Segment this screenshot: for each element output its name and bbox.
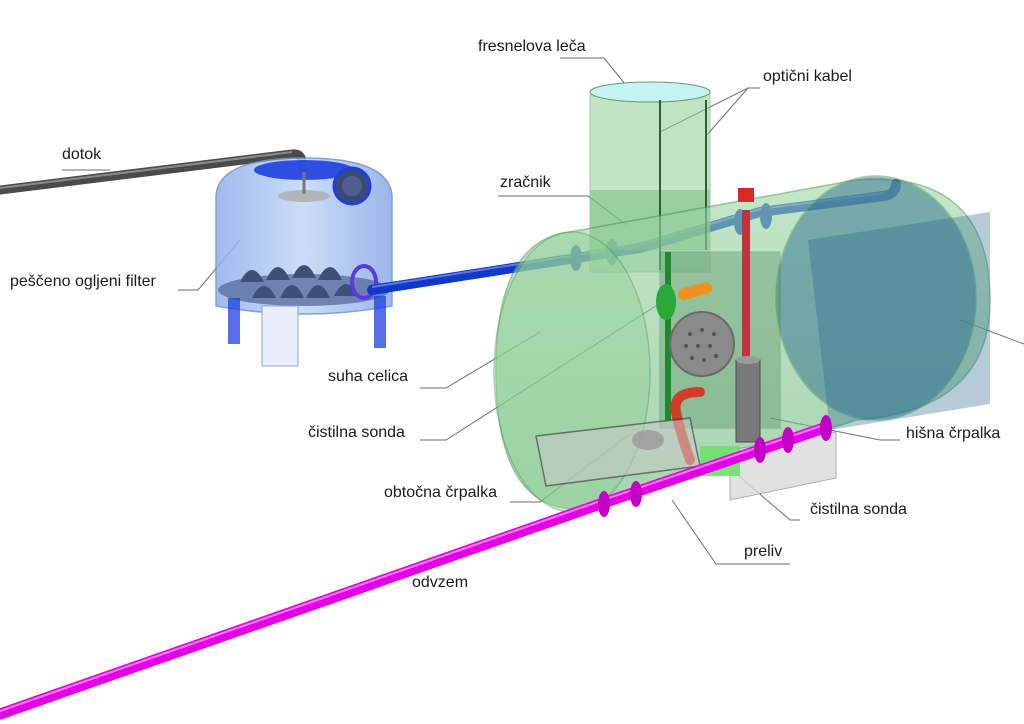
leader-fresnel-lens — [560, 57, 631, 91]
label-overflow: preliv — [744, 543, 783, 560]
label-house-pump: hišna črpalka — [906, 425, 1001, 442]
label-dry-cell: suha celica — [328, 368, 409, 385]
internal-equipment — [535, 252, 761, 487]
label-optical-cable: optični kabel — [763, 68, 852, 85]
sand-carbon-filter — [215, 157, 393, 367]
round-filter-plate — [669, 311, 735, 377]
label-cleaning-probe-right: čistilna sonda — [810, 501, 907, 518]
label-outflow: odvzem — [412, 574, 469, 591]
label-circulation-pump: obtočna črpalka — [384, 484, 497, 501]
label-cleaning-probe-left: čistilna sonda — [308, 424, 405, 441]
outflow-pipe — [0, 415, 832, 720]
label-inflow: dotok — [62, 146, 102, 163]
house-pump-body — [735, 359, 761, 443]
label-fresnel-lens: fresnelova leča — [478, 38, 586, 55]
label-aerator: zračnik — [500, 174, 551, 191]
label-sand-carbon-filter: peščeno ogljeni filter — [10, 273, 156, 290]
leader-overflow — [671, 499, 790, 565]
